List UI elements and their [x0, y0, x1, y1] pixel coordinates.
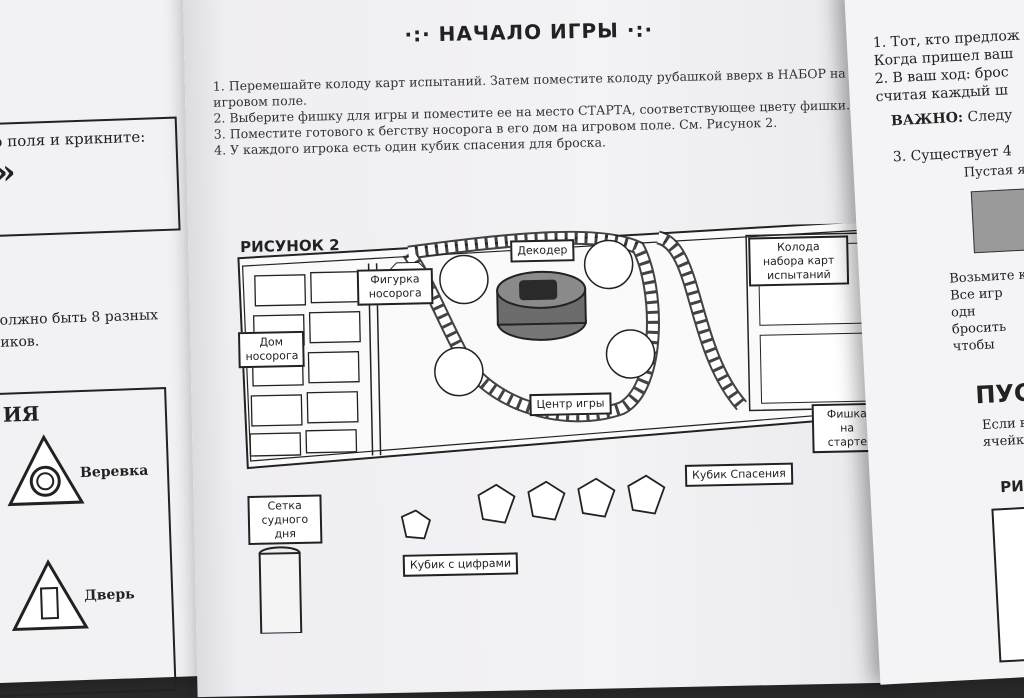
heading-text: НАЧАЛО ИГРЫ — [438, 18, 620, 46]
center-page: ·:· НАЧАЛО ИГРЫ ·:· 1. Перемешайте колод… — [182, 0, 888, 698]
label-rhino-home: Дом носорога — [237, 330, 305, 368]
heading-ornament-right: ·:· — [618, 17, 654, 43]
left-callout-mark: » — [0, 152, 17, 193]
label-decoder: Декодер — [510, 239, 575, 263]
pillar — [258, 546, 303, 634]
steps-list: 1. Перемешайте колоду карт испытаний. За… — [213, 65, 865, 159]
important-rest: Следу — [967, 107, 1013, 126]
right-para-2: Если в ячейк — [982, 407, 1024, 451]
left-para-1: олжно быть 8 разных — [0, 307, 159, 329]
item-rope: Веревка — [79, 462, 149, 482]
door-icon — [11, 559, 89, 632]
label-doom-grid: Сетка судного дня — [247, 494, 323, 546]
left-section-title: ИЯ — [2, 401, 40, 427]
right-text: 1. Тот, кто предлож Когда пришел ваш 2. … — [872, 24, 1024, 106]
label-number-die: Кубик с цифрами — [402, 552, 519, 577]
empty-cell-swatch — [970, 187, 1024, 254]
label-rhino-figure: Фигурка носорога — [356, 268, 434, 306]
important-label: ВАЖНО: — [890, 109, 964, 130]
right-fig-label: РИС — [999, 476, 1024, 497]
right-item-3: 3. Существует 4 — [892, 143, 1013, 166]
game-center-decoder — [496, 270, 587, 341]
right-important: ВАЖНО: Следу — [891, 107, 1013, 129]
label-deck: Колода набора карт испытаний — [748, 235, 850, 287]
right-para-1: Возьмите ка Все игр одн бросить чтобы — [949, 260, 1024, 355]
right-big-heading: ПУСТ — [974, 377, 1024, 410]
left-para-2: иков. — [0, 333, 40, 351]
right-p2-line-1: Если в — [981, 415, 1024, 434]
right-fig-box — [991, 503, 1024, 663]
rope-icon — [7, 434, 85, 507]
board-nodes — [434, 239, 656, 397]
right-p1-line-1: Возьмите ка — [948, 267, 1024, 287]
right-empty-label: Пустая я — [963, 162, 1024, 181]
item-door: Дверь — [84, 586, 135, 605]
left-page: о поля и крикните: » олжно быть 8 разных… — [0, 0, 213, 698]
number-die — [400, 509, 432, 540]
heading-ornament-left: ·:· — [404, 21, 439, 47]
page-heading: ·:· НАЧАЛО ИГРЫ ·:· — [184, 13, 874, 51]
rescue-dice — [477, 474, 666, 524]
label-game-center: Центр игры — [529, 392, 612, 416]
label-rescue-die: Кубик Спасения — [684, 462, 794, 487]
